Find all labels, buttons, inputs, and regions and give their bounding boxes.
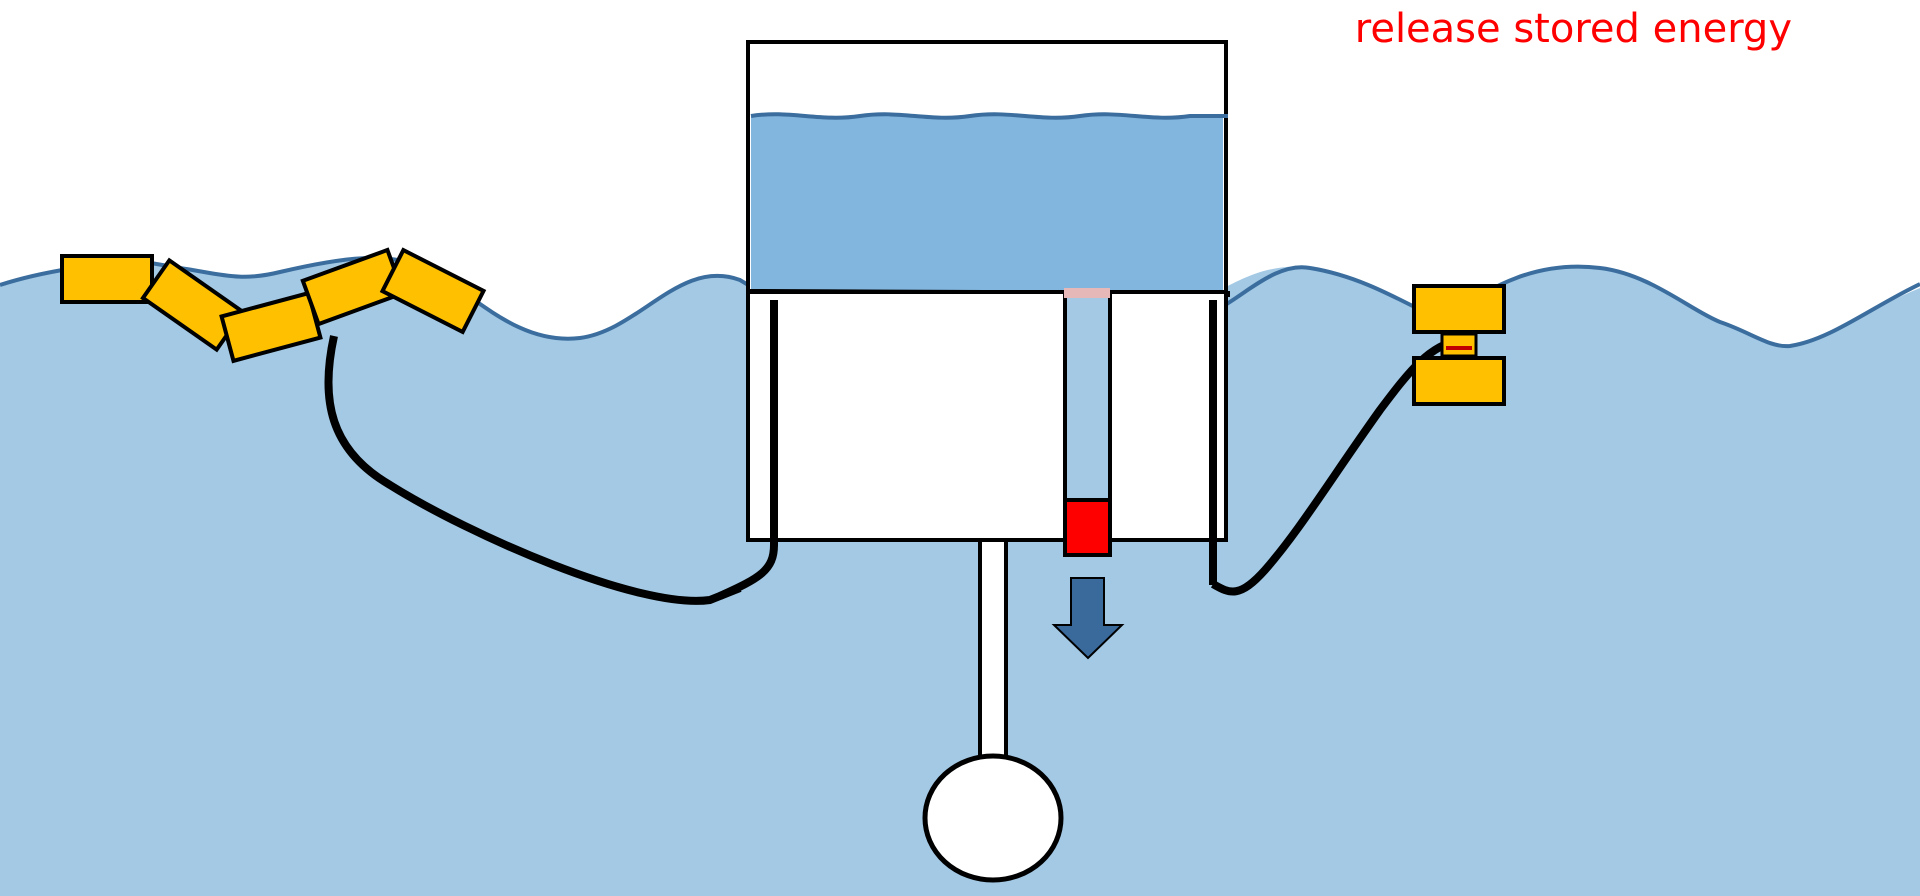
buoy-lower xyxy=(1412,356,1506,406)
buoy-upper xyxy=(1412,284,1506,334)
buoy-hinge xyxy=(1440,332,1478,358)
caption-release-stored-energy: release stored energy xyxy=(1354,6,1792,52)
buoy-segment xyxy=(60,254,154,304)
sea-surface-wave-line-right xyxy=(1223,264,1920,349)
buoy-pair-right xyxy=(1412,284,1506,406)
buoy-chain-left xyxy=(60,247,487,364)
buoy-segment xyxy=(379,247,487,335)
pump-chamber xyxy=(746,290,1228,542)
piston xyxy=(1063,498,1112,557)
reservoir-water xyxy=(751,114,1223,291)
mooring-shaft xyxy=(978,538,1008,760)
sea-body xyxy=(0,258,1920,896)
valve-top xyxy=(1064,288,1110,298)
down-arrow-icon xyxy=(1051,577,1125,660)
left-hose xyxy=(324,335,742,605)
anchor-weight xyxy=(922,753,1064,883)
reservoir-water-surface xyxy=(750,112,1228,120)
